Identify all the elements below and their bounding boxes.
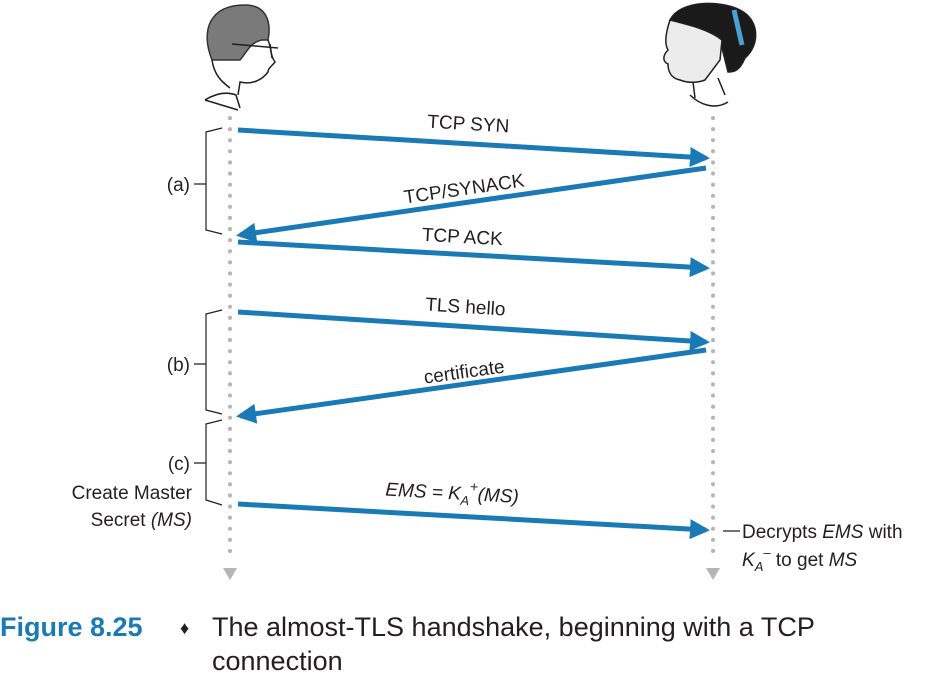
tcp-ack-arrow bbox=[237, 239, 710, 278]
client-lifeline-end-icon bbox=[223, 568, 237, 580]
server-note-line2: KA– to get MS bbox=[742, 545, 858, 574]
ems-arrow bbox=[237, 501, 710, 540]
phase-b-label: (b) bbox=[167, 355, 190, 376]
tls-hello-arrow bbox=[237, 309, 710, 351]
phase-a-label: (a) bbox=[167, 175, 190, 196]
tcp-synack-arrow bbox=[236, 165, 707, 243]
client-note-line1: Create Master bbox=[72, 483, 193, 504]
server-note-line1: Decrypts EMS with bbox=[742, 522, 903, 543]
server-lifeline-end-icon bbox=[706, 568, 720, 580]
tcp-ack-label: TCP ACK bbox=[421, 225, 503, 251]
caption-line2: connection bbox=[212, 646, 343, 676]
tcp-syn-arrow bbox=[237, 127, 710, 168]
certificate-arrow bbox=[236, 347, 707, 424]
phase-brackets bbox=[194, 127, 223, 506]
tcp-syn-label: TCP SYN bbox=[427, 112, 510, 138]
caption-line1: The almost-TLS handshake, beginning with… bbox=[212, 612, 815, 642]
woman-icon bbox=[663, 2, 757, 107]
client-note-line2: Secret (MS) bbox=[91, 510, 192, 531]
tls-hello-label: TLS hello bbox=[425, 295, 506, 321]
phase-c-label: (c) bbox=[168, 454, 190, 475]
man-with-glasses-icon bbox=[204, 4, 279, 111]
ems-label: EMS = KA+(MS) bbox=[385, 474, 520, 511]
caption-separator: ♦ bbox=[180, 618, 189, 638]
figure-number: Figure 8.25 bbox=[0, 612, 143, 642]
